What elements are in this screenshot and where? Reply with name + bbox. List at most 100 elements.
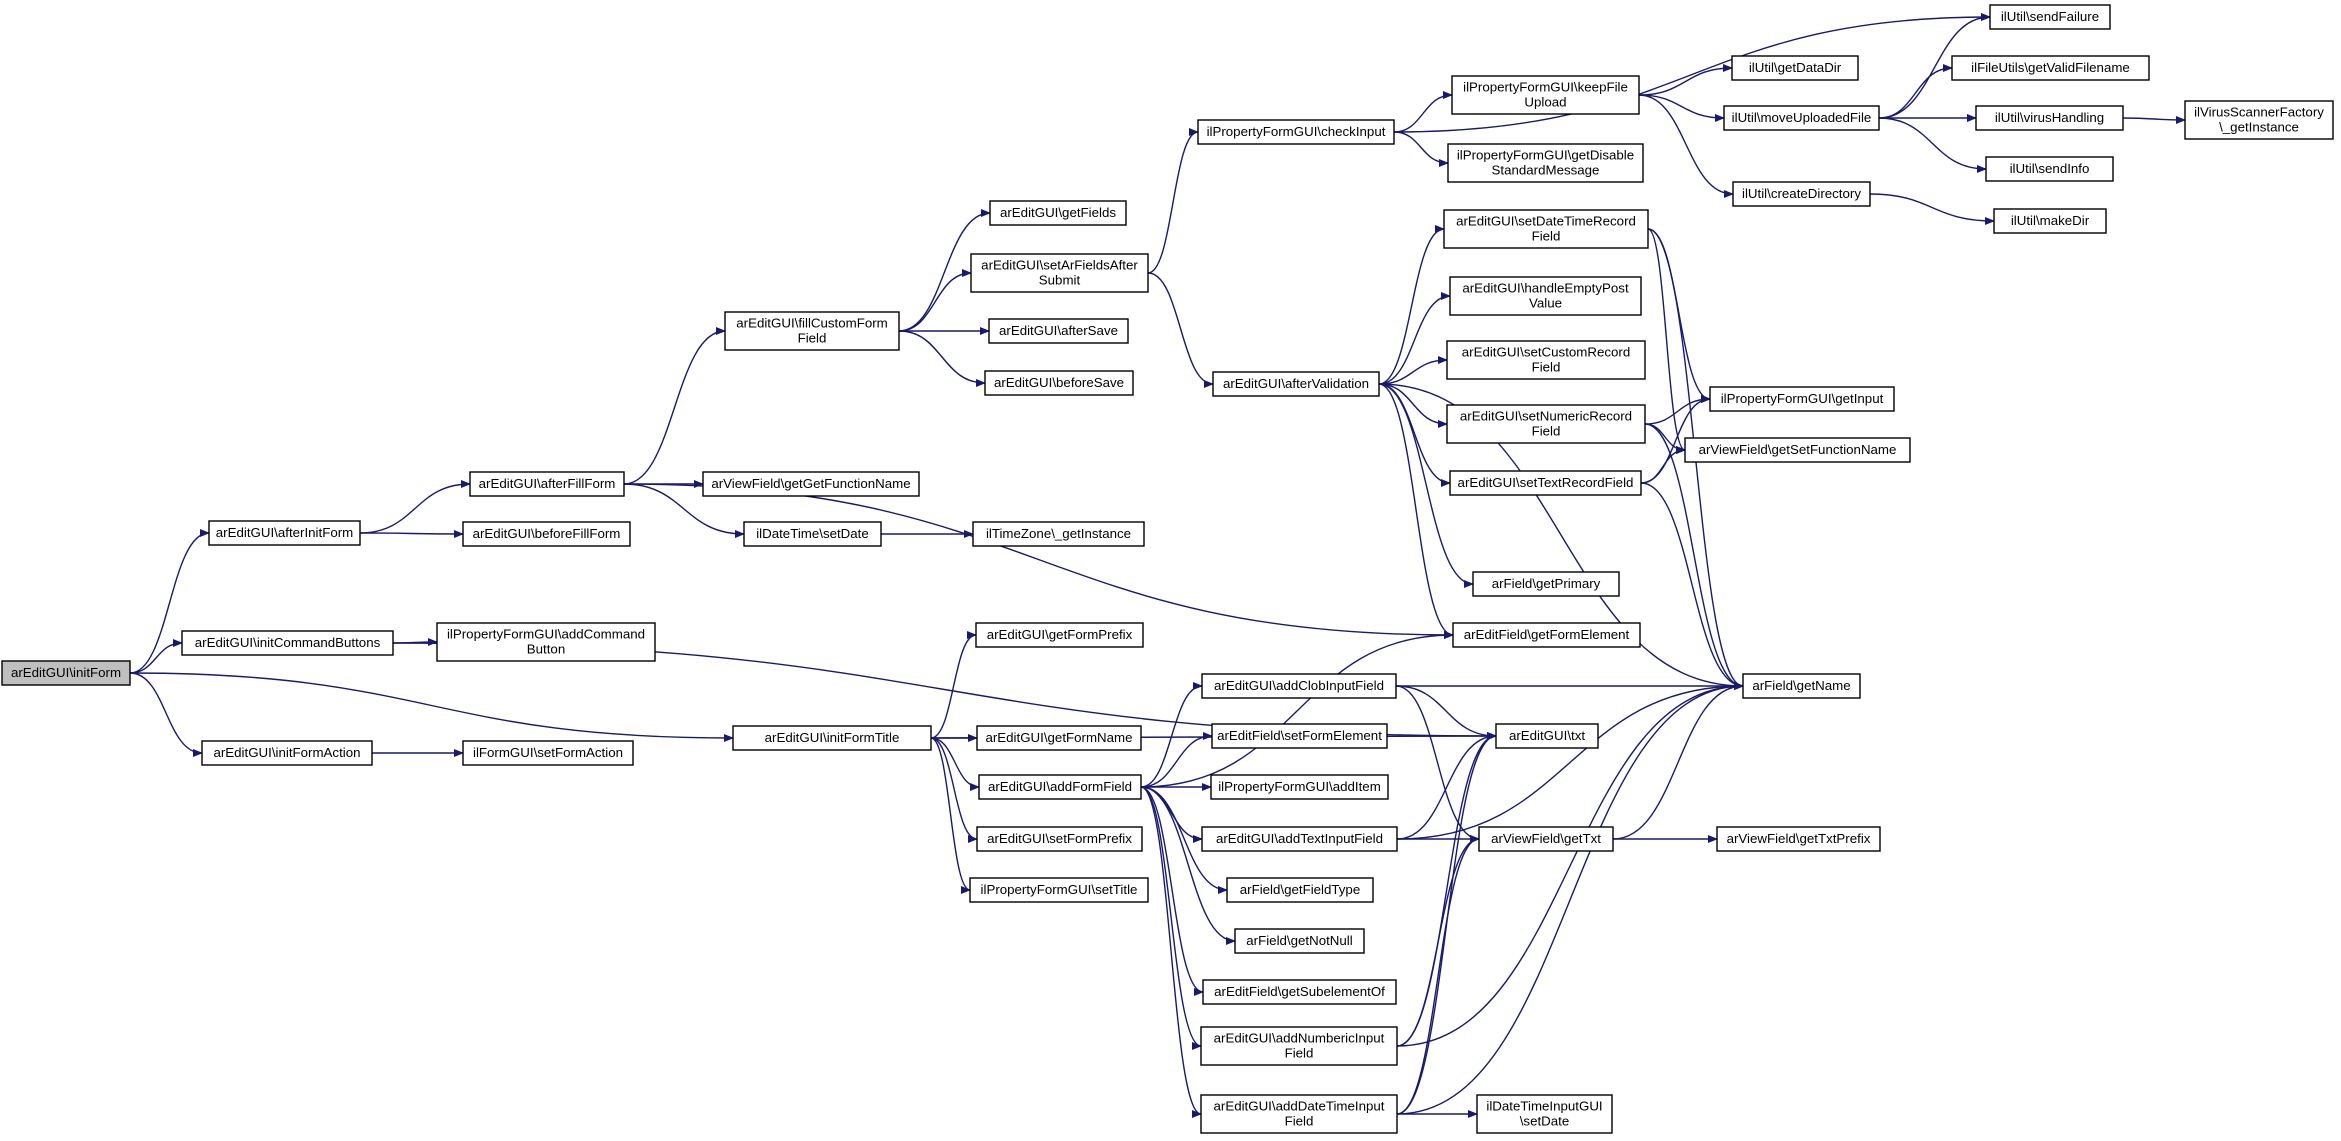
node-ilpropertyformgui-settitle[interactable]: ilPropertyFormGUI\setTitle <box>969 877 1149 903</box>
node-arfield-getprimary[interactable]: arField\getPrimary <box>1472 571 1620 597</box>
node-label-line: \_getInstance <box>2219 120 2299 135</box>
node-ilutil-makedir[interactable]: ilUtil\makeDir <box>1993 208 2107 234</box>
node-label-line: ilPropertyFormGUI\keepFile <box>1463 80 1628 95</box>
node-arviewfield-gettxtprefix[interactable]: arViewField\getTxtPrefix <box>1716 826 1881 852</box>
node-arfield-getname[interactable]: arField\getName <box>1742 673 1861 699</box>
node-areditgui-initformaction[interactable]: arEditGUI\initFormAction <box>201 740 373 766</box>
node-ilformgui-setformaction[interactable]: ilFormGUI\setFormAction <box>462 740 634 766</box>
node-ilpropertyformgui-getdisablestandardmessage[interactable]: ilPropertyFormGUI\getDisableStandardMess… <box>1447 143 1644 183</box>
node-areditgui-initcommandbuttons[interactable]: arEditGUI\initCommandButtons <box>181 630 394 656</box>
node-box <box>1449 276 1642 316</box>
node-ilpropertyformgui-getinput[interactable]: ilPropertyFormGUI\getInput <box>1709 386 1895 412</box>
node-label-line: Value <box>1529 296 1562 311</box>
node-arfield-getfieldtype[interactable]: arField\getFieldType <box>1226 877 1374 903</box>
node-label-line: ilUtil\virusHandling <box>1995 110 2104 125</box>
edge-n30-to-n48 <box>1640 482 1744 690</box>
node-ilutil-moveuploadedfile[interactable]: ilUtil\moveUploadedFile <box>1723 105 1880 131</box>
node-areditgui-aftervalidation[interactable]: arEditGUI\afterValidation <box>1212 371 1380 397</box>
node-arviewfield-gettxt[interactable]: arViewField\getTxt <box>1478 826 1614 852</box>
node-areditfield-setformelement[interactable]: arEditField\setFormElement <box>1211 723 1388 749</box>
node-label-line: ilUtil\makeDir <box>2011 213 2090 228</box>
node-arfield-getnotnull[interactable]: arField\getNotNull <box>1234 928 1365 954</box>
node-label-line: Field <box>1532 360 1561 375</box>
node-arviewfield-getgetfunctionname[interactable]: arViewField\getGetFunctionName <box>702 471 920 497</box>
node-label-line: ilUtil\moveUploadedFile <box>1732 110 1872 125</box>
node-ilutil-sendfailure[interactable]: ilUtil\sendFailure <box>1989 4 2111 30</box>
node-ilutil-virushandling[interactable]: ilUtil\virusHandling <box>1975 105 2124 131</box>
node-areditgui-settextrecordfield[interactable]: arEditGUI\setTextRecordField <box>1449 470 1642 496</box>
node-ilfileutils-getvalidfilename[interactable]: ilFileUtils\getValidFilename <box>1951 55 2150 81</box>
node-box <box>1452 622 1641 648</box>
node-ilpropertyformgui-checkinput[interactable]: ilPropertyFormGUI\checkInput <box>1197 119 1395 145</box>
node-areditgui-initformtitle[interactable]: arEditGUI\initFormTitle <box>732 725 932 751</box>
node-areditgui-setformprefix[interactable]: arEditGUI\setFormPrefix <box>976 826 1143 852</box>
node-box <box>1200 1026 1398 1066</box>
node-areditgui-beforefillform[interactable]: arEditGUI\beforeFillForm <box>462 521 631 547</box>
node-label-line: Upload <box>1524 95 1566 110</box>
node-box <box>462 740 634 766</box>
node-ilutil-sendinfo[interactable]: ilUtil\sendInfo <box>1985 156 2114 182</box>
edge-n1-to-n5 <box>359 529 464 538</box>
node-areditgui-getformprefix[interactable]: arEditGUI\getFormPrefix <box>975 622 1144 648</box>
node-arviewfield-getsetfunctionname[interactable]: arViewField\getSetFunctionName <box>1684 437 1911 463</box>
node-ilvirusscannerfactory-getinstance[interactable]: ilVirusScannerFactory\_getInstance <box>2184 100 2334 140</box>
edge-n8-to-n20 <box>930 737 978 843</box>
node-label-line: arEditGUI\afterValidation <box>1223 376 1369 391</box>
node-areditgui-afterfillform[interactable]: arEditGUI\afterFillForm <box>469 471 625 497</box>
node-label-line: arEditGUI\afterInitForm <box>216 525 353 540</box>
node-ilpropertyformgui-additem[interactable]: ilPropertyFormGUI\addItem <box>1210 774 1389 800</box>
node-areditgui-afterinitform[interactable]: arEditGUI\afterInitForm <box>208 520 361 546</box>
node-box <box>181 630 394 656</box>
edge-n41-to-n48 <box>1396 682 1744 1115</box>
node-label-line: arEditGUI\initFormAction <box>213 745 360 760</box>
node-iltimezone-getinstance[interactable]: ilTimeZone\_getInstance <box>972 521 1145 547</box>
node-areditgui-addclobinputfield[interactable]: arEditGUI\addClobInputField <box>1201 673 1397 699</box>
node-areditgui-addtextinputfield[interactable]: arEditGUI\addTextInputField <box>1201 826 1398 852</box>
node-label-line: arEditGUI\setArFieldsAfter <box>981 258 1138 273</box>
node-label-line: arField\getPrimary <box>1492 576 1601 591</box>
node-box <box>1202 979 1397 1005</box>
node-label-line: ilPropertyFormGUI\setTitle <box>981 882 1138 897</box>
node-box <box>1200 1094 1398 1134</box>
edge-n8-to-n17 <box>930 631 977 739</box>
node-areditgui-getformname[interactable]: arEditGUI\getFormName <box>976 725 1142 751</box>
node-areditgui-beforesave[interactable]: arEditGUI\beforeSave <box>984 370 1134 396</box>
node-box <box>1975 105 2124 131</box>
node-label-line: ilDateTime\setDate <box>756 526 869 541</box>
node-ilutil-createdirectory[interactable]: ilUtil\createDirectory <box>1732 181 1871 207</box>
node-areditgui-initform[interactable]: arEditGUI\initForm <box>1 660 131 686</box>
node-ilutil-getdatadir[interactable]: ilUtil\getDataDir <box>1731 55 1859 81</box>
node-box <box>1201 826 1398 852</box>
node-areditfield-getsubelementof[interactable]: arEditField\getSubelementOf <box>1202 979 1397 1005</box>
node-box <box>1197 119 1395 145</box>
node-ildatetimeinputgui-setdate[interactable]: ilDateTimeInputGUI\setDate <box>1476 1094 1613 1134</box>
node-ildatetime-setdate[interactable]: ilDateTime\setDate <box>743 521 882 547</box>
node-label-line: ilTimeZone\_getInstance <box>986 526 1131 541</box>
node-areditgui-txt[interactable]: arEditGUI\txt <box>1495 723 1599 749</box>
node-areditgui-addformfield[interactable]: arEditGUI\addFormField <box>978 774 1142 800</box>
node-box <box>1211 723 1388 749</box>
node-box <box>976 826 1143 852</box>
node-box <box>1478 826 1614 852</box>
node-box <box>208 520 361 546</box>
edge-n0-to-n8 <box>129 672 734 742</box>
node-areditgui-getfields[interactable]: arEditGUI\getFields <box>989 200 1127 226</box>
node-label-line: arEditField\setFormElement <box>1217 728 1382 743</box>
node-areditfield-getformelement[interactable]: arEditField\getFormElement <box>1452 622 1641 648</box>
node-label-line: arEditField\getFormElement <box>1464 627 1630 642</box>
node-label-line: ilVirusScannerFactory <box>2194 105 2324 120</box>
node-label-line: arEditGUI\addDateTimeInput <box>1214 1099 1385 1114</box>
edge-n41-to-n50 <box>1396 835 1480 1115</box>
edge-n19-to-n33 <box>1140 682 1203 788</box>
node-areditgui-aftersave[interactable]: arEditGUI\afterSave <box>988 318 1129 344</box>
